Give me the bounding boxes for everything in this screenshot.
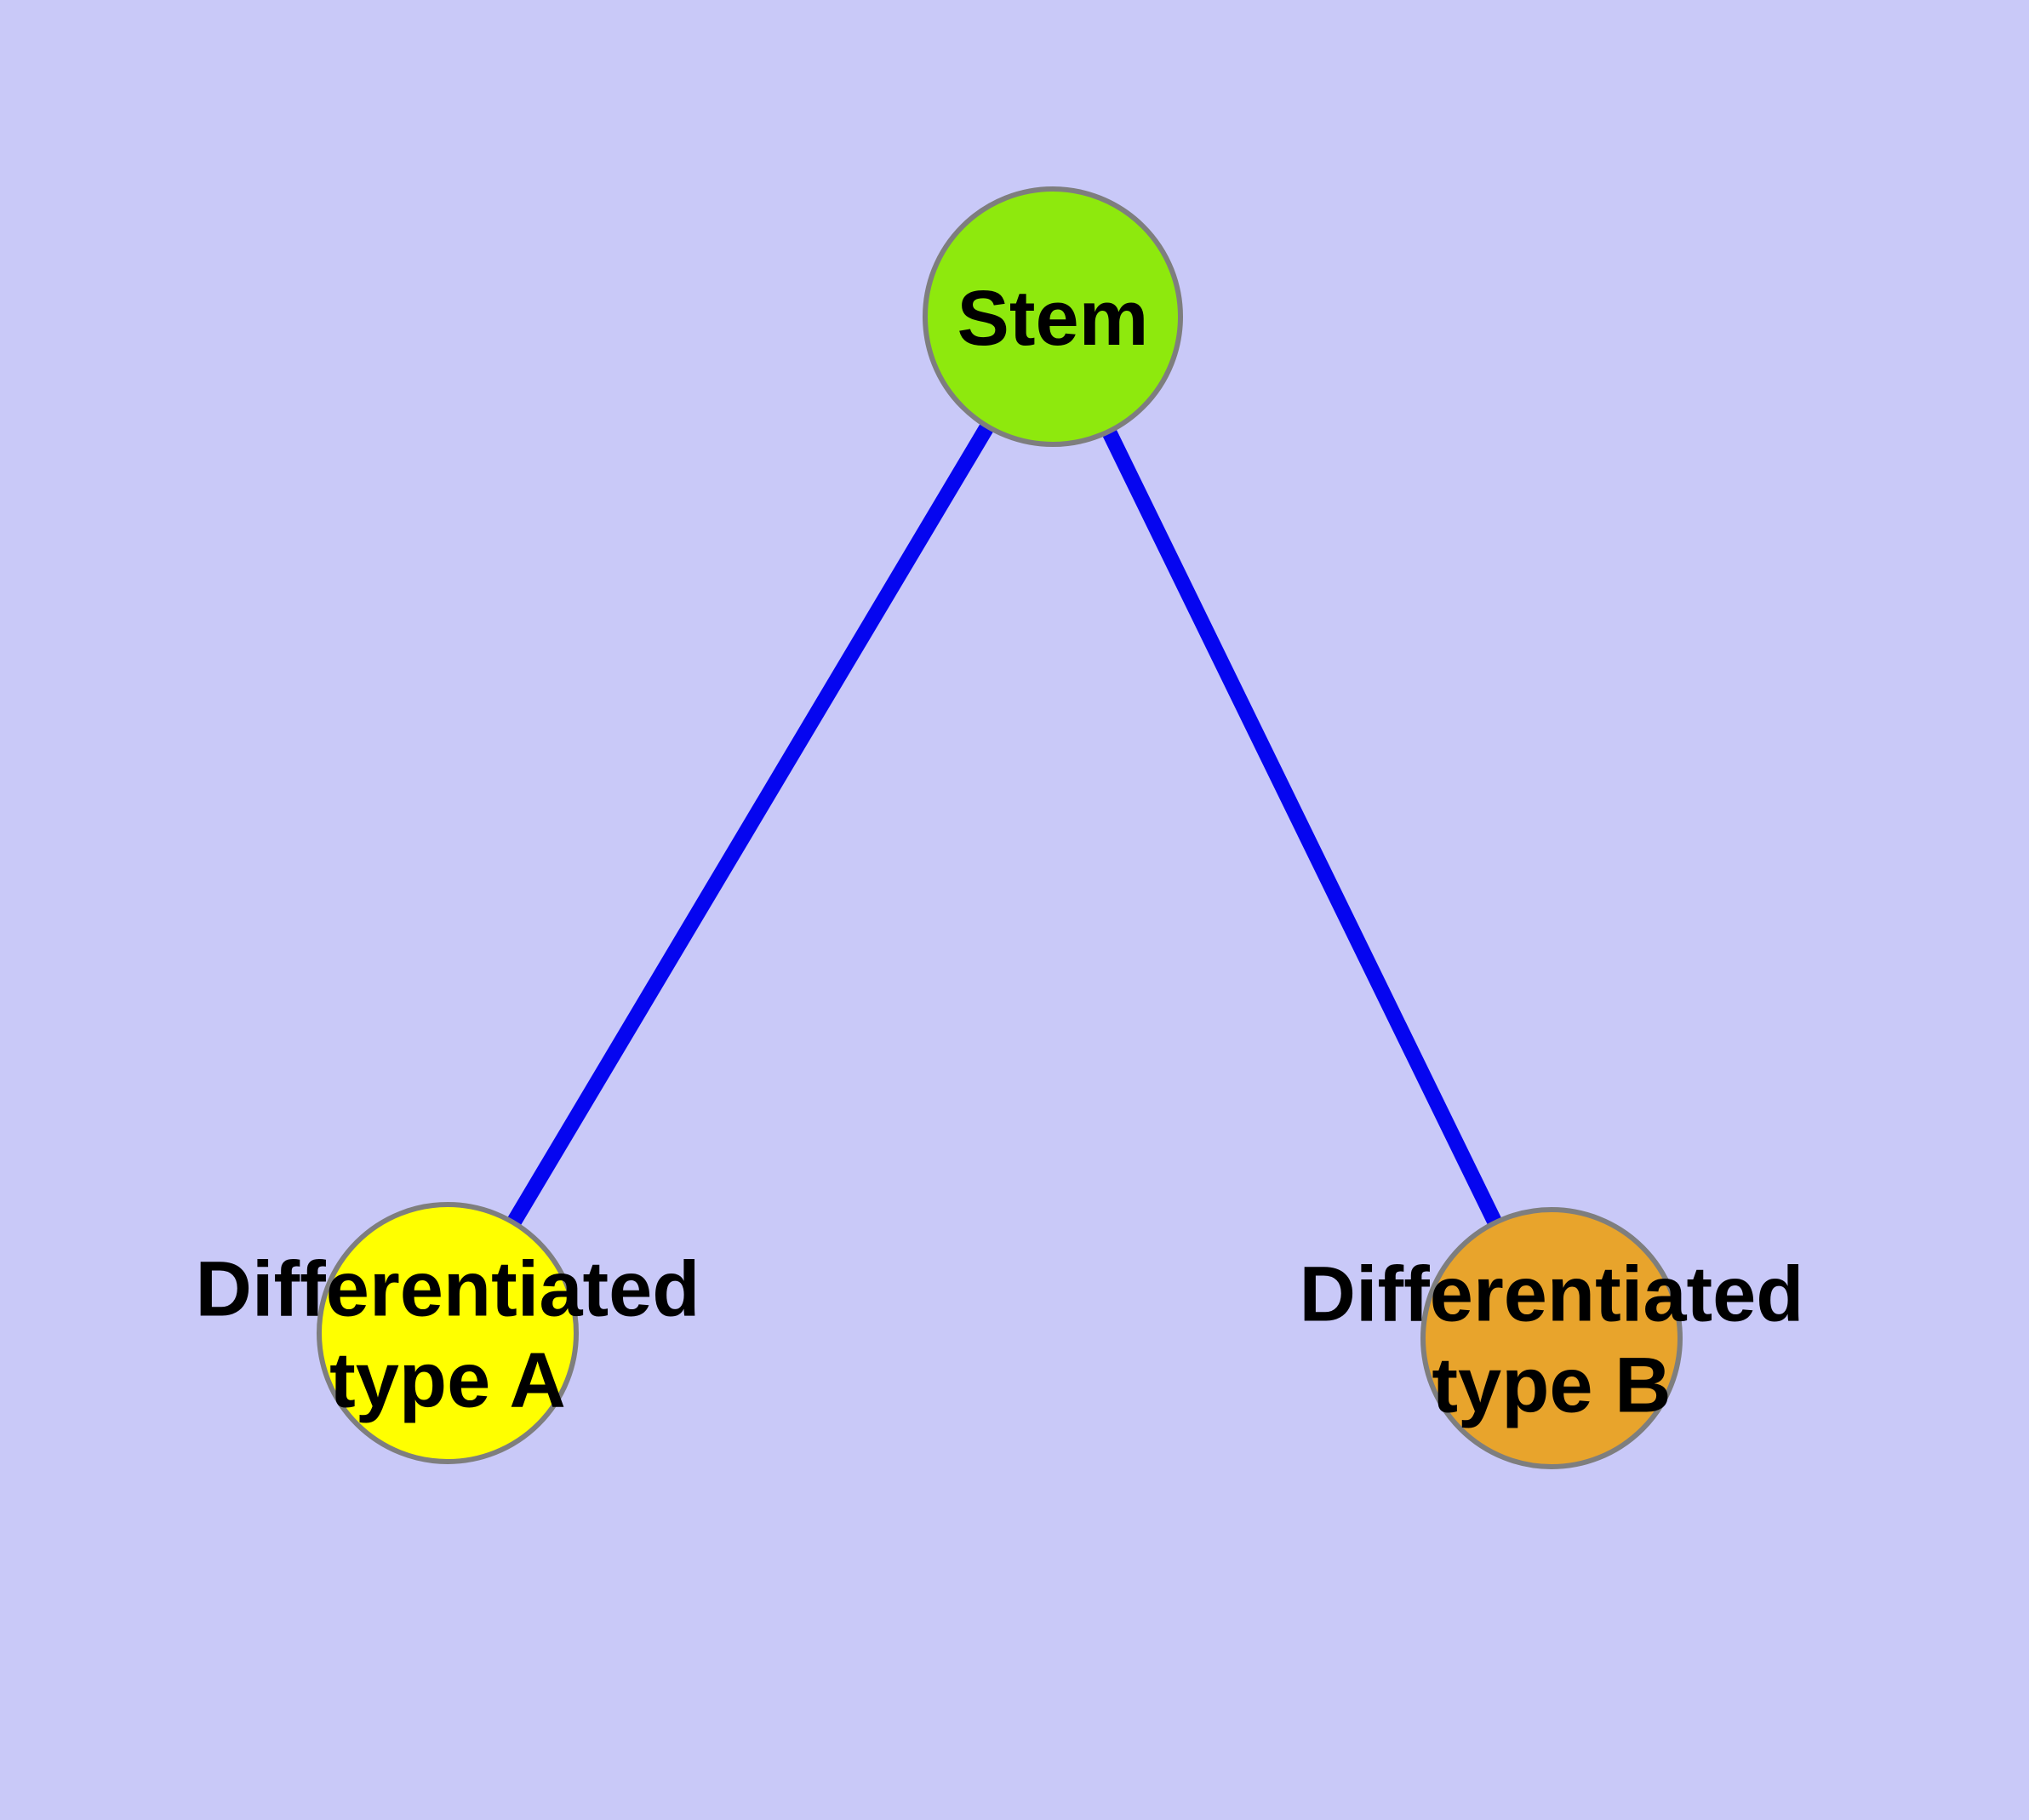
node-diff-a bbox=[317, 1202, 579, 1464]
nodes-layer bbox=[317, 186, 1683, 1469]
edge-stem-to-diff-a bbox=[441, 312, 1060, 1337]
node-label-line: type B bbox=[1432, 1342, 1671, 1429]
node-label-line: Differentiated bbox=[196, 1246, 700, 1333]
node-stem bbox=[923, 186, 1183, 447]
node-diff-b bbox=[1420, 1207, 1683, 1469]
edges-layer bbox=[441, 312, 1559, 1342]
edge-stem-to-diff-b bbox=[1045, 313, 1559, 1342]
node-label-line: type A bbox=[329, 1337, 566, 1424]
node-label-line: Differentiated bbox=[1300, 1251, 1804, 1338]
node-label-line: Stem bbox=[957, 275, 1149, 362]
node-label-stem: Stem bbox=[957, 275, 1149, 362]
